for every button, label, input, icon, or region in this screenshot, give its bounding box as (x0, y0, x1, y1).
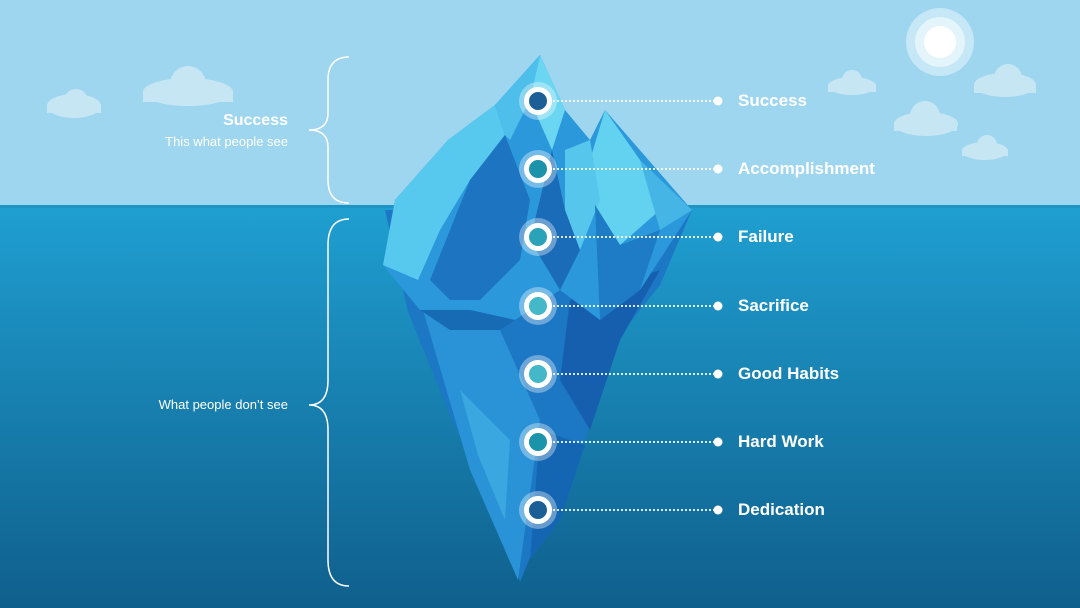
leader-line (550, 441, 718, 443)
above-water-subtitle: This what people see (165, 134, 288, 149)
cloud-icon (894, 101, 958, 136)
leader-line (550, 372, 718, 375)
leader-end-dot (713, 164, 723, 174)
layer-marker (524, 496, 552, 525)
cloud-icon (962, 135, 1008, 160)
layer-label: Failure (738, 227, 794, 247)
brace-icon (308, 56, 350, 204)
layer-label: Sacrifice (738, 295, 809, 315)
layer-marker (524, 359, 552, 388)
iceberg-illustration (383, 55, 692, 582)
layer-label: Hard Work (738, 432, 824, 451)
layer-label: Good Habits (738, 363, 840, 383)
layer-label: Accomplishment (738, 159, 875, 179)
leader-line (550, 509, 718, 512)
layer-marker (524, 428, 552, 456)
layer-label: Success (738, 91, 807, 110)
below-water-title: What people don’t see (158, 397, 288, 412)
layer-label: Dedication (738, 500, 825, 520)
layer-marker (524, 223, 552, 252)
layer-marker (524, 87, 552, 115)
leader-line (550, 236, 718, 239)
leader-end-dot (713, 301, 723, 311)
leader-end-dot (713, 505, 723, 515)
leader-end-dot (713, 232, 723, 242)
cloud-icon (974, 64, 1036, 97)
sun-icon (906, 8, 974, 76)
cloud-icon (47, 89, 101, 118)
leader-line (550, 100, 718, 102)
leader-end-dot (713, 96, 723, 106)
leader-end-dot (713, 437, 723, 447)
cloud-icon (828, 70, 876, 95)
brace-icon (308, 218, 350, 587)
leader-line (550, 168, 718, 171)
above-water-title: Success (223, 112, 288, 129)
cloud-icon (143, 66, 233, 106)
layer-marker (524, 155, 552, 184)
layer-marker (524, 291, 552, 320)
leader-end-dot (713, 369, 723, 379)
leader-line (550, 304, 718, 307)
